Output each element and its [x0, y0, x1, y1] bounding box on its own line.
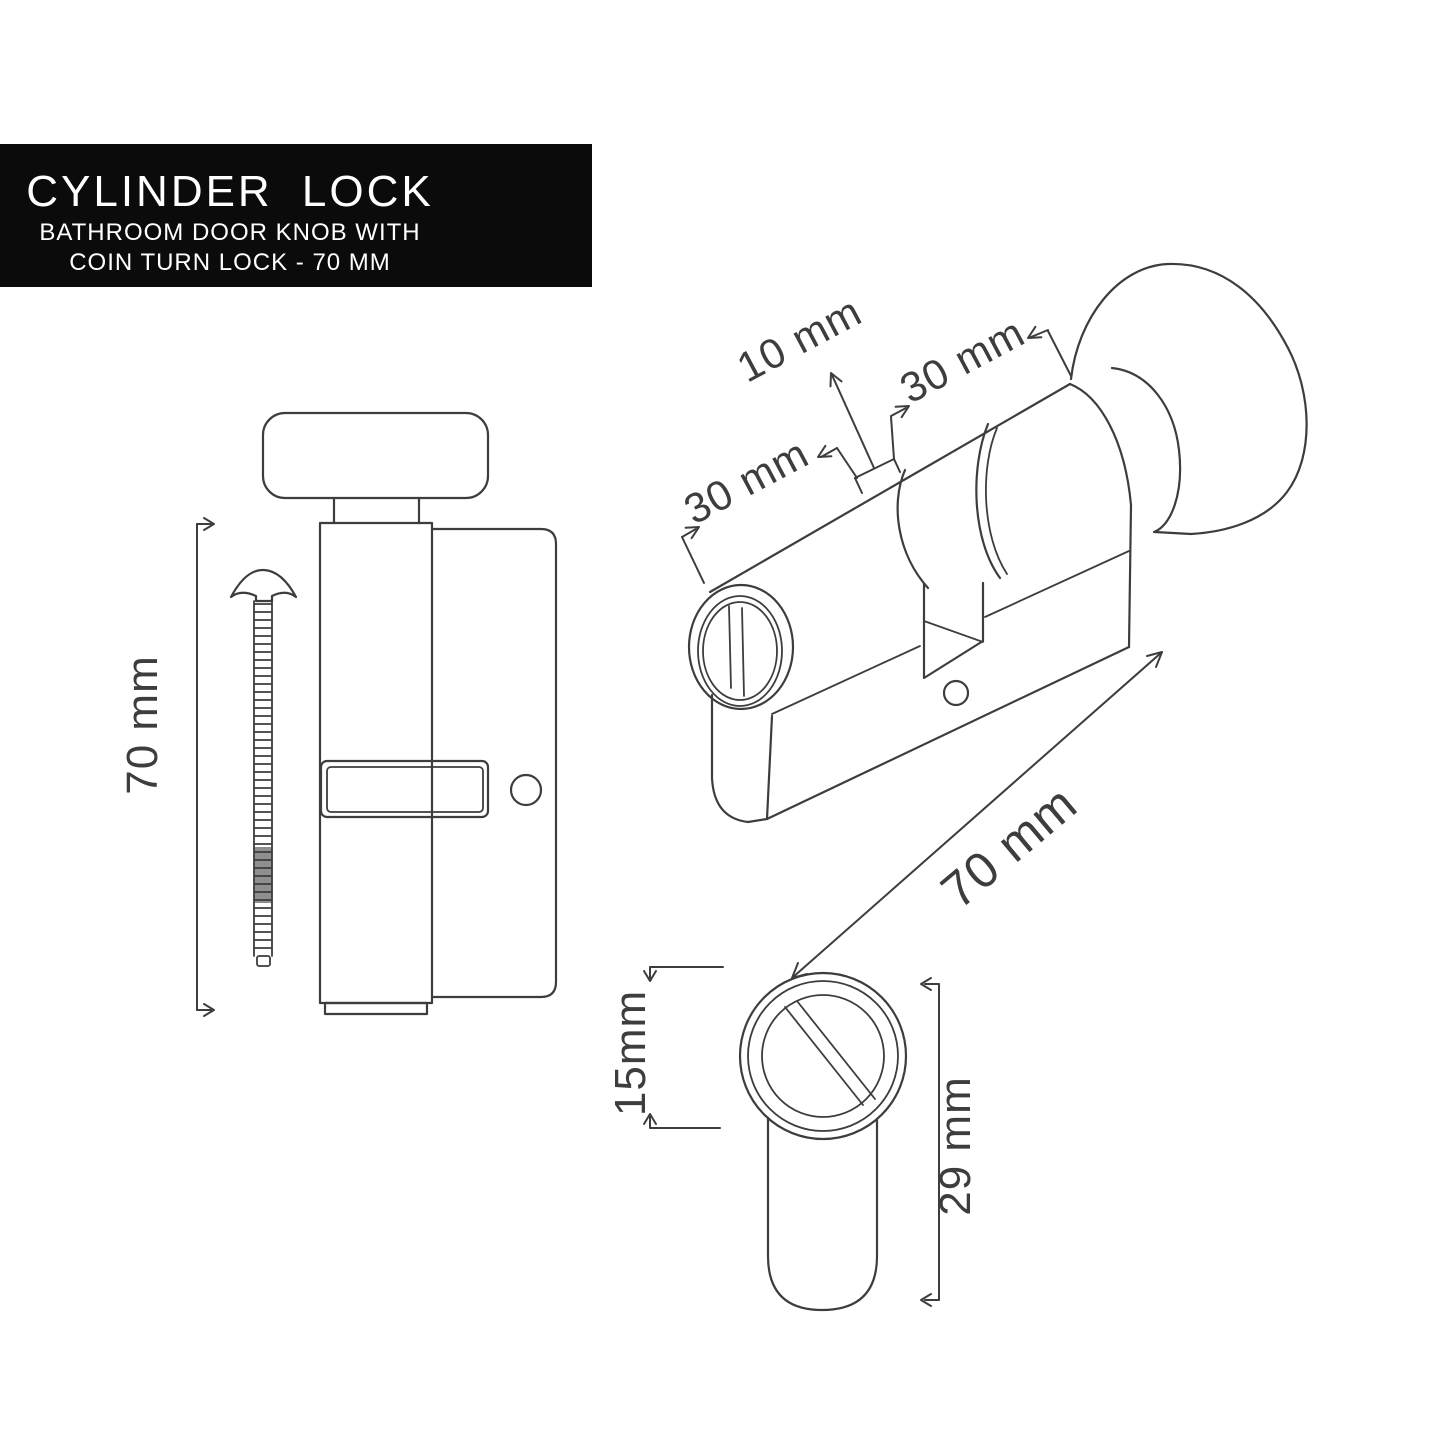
- turn-knob-front: [261, 411, 490, 500]
- cam-latch-inner: [326, 766, 484, 813]
- screw-hole: [942, 679, 970, 707]
- isometric-view: 30 mm 10 mm 30 mm 70 mm: [676, 262, 1308, 979]
- end-face-edge: [1127, 503, 1133, 649]
- dimension-line: [791, 651, 1163, 979]
- iso-right-half-label: 30 mm: [892, 308, 1032, 412]
- arrow-left-icon: [920, 1293, 932, 1307]
- profile-rim-circle: [747, 980, 899, 1132]
- arrow-right-icon: [203, 1003, 215, 1017]
- cylinder-body-front: [318, 521, 434, 1005]
- turn-knob-outline: [1069, 262, 1308, 536]
- arrow-shaft: [831, 374, 875, 469]
- dimension-elbow-bottom: [649, 1116, 721, 1129]
- front-view-height-dimension: 70 mm: [118, 517, 215, 1017]
- arrow-down-left-icon: [1027, 325, 1043, 339]
- arrow-shaft: [820, 447, 838, 458]
- end-view-offset-dimension: 15mm: [606, 966, 724, 1129]
- coin-turn-slot: [784, 1000, 876, 1106]
- screw-threads: [253, 603, 273, 949]
- extension-line: [681, 536, 705, 584]
- product-title: CYLINDER LOCK: [26, 167, 434, 216]
- keyway-pin: [710, 693, 774, 824]
- flat-edge-right: [984, 550, 1130, 618]
- body-top-edge: [708, 382, 1072, 594]
- screw-thread-band: [254, 847, 272, 903]
- flat-edge-left: [771, 645, 921, 715]
- arrow-right-icon: [203, 517, 215, 531]
- profile-inner-circle: [761, 994, 885, 1118]
- extension-line: [890, 416, 895, 460]
- arrow-down-left-icon: [817, 444, 833, 458]
- product-title-banner: CYLINDER LOCK BATHROOM DOOR KNOB WITH CO…: [0, 144, 592, 287]
- end-view-offset-label: 15mm: [606, 990, 655, 1116]
- arrow-shaft: [1030, 329, 1049, 338]
- coin-slot-edge: [728, 605, 745, 697]
- fixing-screw: [229, 568, 298, 967]
- end-view-height-label: 29 mm: [931, 1076, 980, 1215]
- rear-section-endcap-inner: [985, 427, 1008, 575]
- product-subtitle-line1: BATHROOM DOOR KNOB WITH: [39, 219, 420, 246]
- banner-background: [0, 144, 592, 287]
- cam-notch-inner-edge: [923, 620, 984, 643]
- arrow-up-right-icon: [894, 405, 910, 419]
- cam-notch: [922, 581, 985, 680]
- cylinder-foot: [323, 1001, 429, 1016]
- cam-ticks: [854, 458, 901, 494]
- cam-latch-outer: [319, 759, 490, 819]
- arrow-up-right-icon: [684, 526, 700, 540]
- end-profile-view: 15mm 29 mm: [606, 966, 980, 1312]
- screw-head: [229, 568, 298, 603]
- arrow-up-icon: [643, 1113, 657, 1125]
- plate-screw-hole: [509, 773, 543, 807]
- arrow-shaft: [890, 407, 907, 417]
- dimension-bracket: [924, 983, 940, 1301]
- iso-cam-width-label: 10 mm: [729, 287, 869, 391]
- body-bottom-edge: [765, 645, 1131, 821]
- profile-outer-circle: [738, 971, 908, 1141]
- extension-line: [836, 447, 858, 479]
- arrow-shaft: [681, 528, 697, 538]
- rear-section-endcap-outer: [975, 422, 1002, 580]
- mounting-plate: [430, 527, 558, 999]
- end-view-height-dimension: 29 mm: [920, 977, 980, 1307]
- extension-line: [1047, 330, 1072, 377]
- arrow-up-right-icon: [1146, 651, 1163, 668]
- arrow-down-icon: [643, 970, 657, 982]
- knob-neck: [332, 496, 421, 525]
- iso-left-half-label: 30 mm: [676, 429, 816, 533]
- product-subtitle-line2: COIN TURN LOCK - 70 MM: [69, 249, 391, 276]
- face-rim: [697, 595, 783, 707]
- dimension-elbow-top: [649, 966, 724, 979]
- arrow-left-icon: [920, 977, 932, 991]
- iso-total-length-label: 70 mm: [931, 775, 1088, 919]
- front-section-endcap: [896, 468, 930, 590]
- face-inner-ring: [702, 601, 778, 701]
- screw-tip: [256, 955, 271, 967]
- knob-side-endcap: [1068, 382, 1133, 507]
- arrow-up-icon: [829, 372, 843, 388]
- turn-knob-front-face: [1110, 366, 1182, 534]
- face-outer-ring: [687, 583, 795, 711]
- front-height-label: 70 mm: [118, 655, 167, 794]
- front-view: 70 mm: [118, 411, 558, 1017]
- iso-total-length-dimension: 70 mm: [791, 651, 1163, 979]
- profile-keyway-stem: [766, 1116, 879, 1312]
